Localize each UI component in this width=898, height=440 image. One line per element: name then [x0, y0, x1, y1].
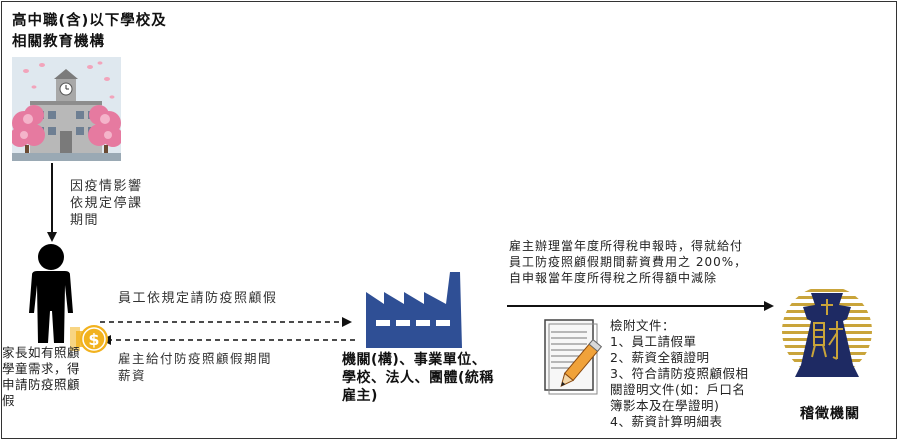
- salary-payment-line-1: 雇主給付防疫照顧假期間: [118, 351, 273, 366]
- closure-note: 因疫情影響 依規定停課 期間: [70, 178, 143, 229]
- tax-deduction-line-2: 員工防疫照顧假期間薪資費用之 200%，: [509, 255, 748, 269]
- employer-line-1: 機關(構)、事業單位、: [342, 352, 487, 368]
- employer-line-3: 雇主): [342, 388, 378, 404]
- parent-note-line-3: 申請防疫照顧: [2, 377, 81, 392]
- parent-note-line-1: 家長如有照顧: [2, 345, 81, 360]
- documents-item-4: 4、薪資計算明細表: [610, 414, 723, 429]
- closure-note-line-2: 依規定停課: [70, 196, 143, 211]
- svg-text:$: $: [88, 330, 99, 349]
- closure-note-line-1: 因疫情影響: [70, 179, 143, 194]
- employer-label: 機關(構)、事業單位、 學校、法人、團體(統稱 雇主): [342, 351, 494, 405]
- school-title: 高中職(含)以下學校及 相關教育機構: [12, 11, 167, 53]
- tax-deduction-note: 雇主辦理當年度所得稅申報時，得就給付 員工防疫照顧假期間薪資費用之 200%， …: [509, 238, 747, 286]
- documents-item-2: 2、薪資全額證明: [610, 350, 710, 365]
- required-documents-list: 檢附文件： 1、員工請假單 2、薪資全額證明 3、符合請防疫照顧假相 關證明文件…: [610, 318, 748, 430]
- school-title-line-2: 相關教育機構: [12, 34, 105, 50]
- documents-heading: 檢附文件：: [610, 318, 676, 333]
- parent-note-line-2: 學童需求，得: [2, 361, 81, 376]
- tax-deduction-line-3: 自申報當年度所得稅之所得額中減除: [509, 271, 718, 285]
- school-building-icon: [12, 57, 121, 161]
- parent-eligibility-note: 家長如有照顧 學童需求，得 申請防疫照顧 假: [2, 345, 80, 409]
- documents-item-3-cont: 關證明文件(如：戶口名: [610, 382, 746, 397]
- parent-note-line-4: 假: [2, 393, 16, 408]
- leave-request-label: 員工依規定請防疫照顧假: [118, 291, 278, 306]
- documents-item-3-cont-2: 簿影本及在學證明): [610, 398, 720, 413]
- factory-icon: [366, 272, 462, 348]
- documents-item-3: 3、符合請防疫照顧假相: [610, 366, 749, 381]
- salary-payment-line-2: 薪資: [118, 368, 147, 383]
- tax-agency-emblem: [782, 286, 872, 377]
- document-pencil-icon: [544, 319, 603, 395]
- person-icon: [29, 244, 73, 343]
- documents-item-1: 1、員工請假單: [610, 334, 697, 349]
- salary-payment-label: 雇主給付防疫照顧假期間 薪資: [118, 350, 272, 384]
- tax-agency-label: 稽徵機關: [800, 406, 860, 422]
- school-title-line-1: 高中職(含)以下學校及: [12, 13, 167, 29]
- dollar-coin-icon: $: [70, 325, 108, 353]
- tax-deduction-line-1: 雇主辦理當年度所得稅申報時，得就給付: [509, 239, 744, 253]
- closure-note-line-3: 期間: [70, 213, 100, 228]
- employer-line-2: 學校、法人、團體(統稱: [342, 370, 494, 386]
